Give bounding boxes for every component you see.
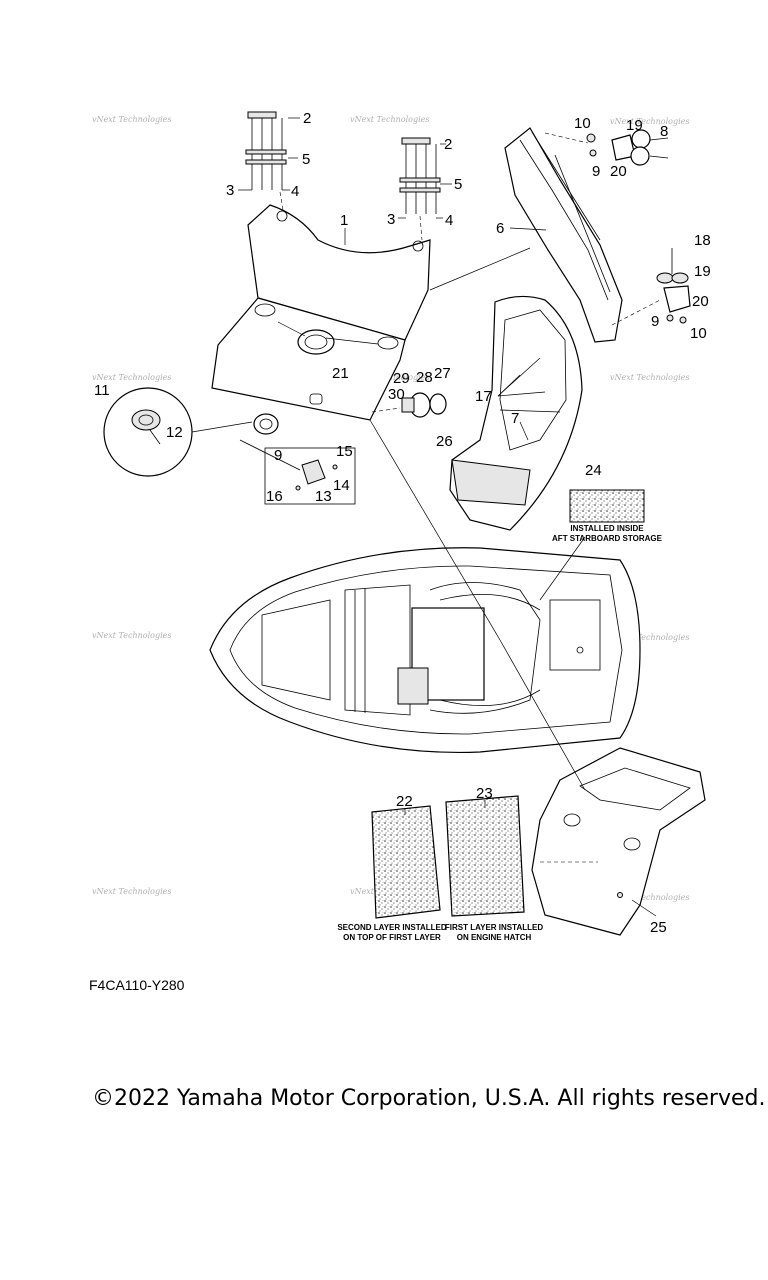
callout-29: 29 <box>393 370 410 387</box>
mat-part-22 <box>371 805 441 919</box>
watermark: vNext Technologies <box>610 893 689 902</box>
lock-assembly <box>239 413 356 505</box>
watermark: vNext Technologies <box>350 115 429 124</box>
watermark: vNext Technologies <box>610 633 689 642</box>
callout-22: 22 <box>396 793 413 810</box>
callout-14: 14 <box>333 477 350 494</box>
mat-part-23 <box>445 795 525 917</box>
callout-26: 26 <box>436 433 453 450</box>
interior-part-7 <box>449 295 583 531</box>
callout-5: 5 <box>302 151 310 168</box>
notes: INSTALLED INSIDE AFT STARBOARD STORAGE S… <box>337 524 662 942</box>
callout-16: 16 <box>266 488 283 505</box>
callout-25: 25 <box>650 919 667 936</box>
watermark: vNext Technologies <box>92 631 171 640</box>
mat-part-24 <box>569 489 645 523</box>
callout-4: 4 <box>291 183 299 200</box>
callout-18: 18 <box>694 232 711 249</box>
callout-12: 12 <box>166 424 183 441</box>
watermark: vNext Technologies <box>610 373 689 382</box>
callout-7: 7 <box>511 410 519 427</box>
callout-9: 9 <box>592 163 600 180</box>
callout-19: 19 <box>694 263 711 280</box>
callout-19: 19 <box>626 117 643 134</box>
watermark: vNext Technologies <box>610 117 689 126</box>
callout-17: 17 <box>475 388 492 405</box>
callout-24: 24 <box>585 462 602 479</box>
latch-assembly <box>371 392 447 418</box>
note-second-layer: SECOND LAYER INSTALLED <box>337 923 447 932</box>
callout-30: 30 <box>388 386 405 403</box>
callout-20: 20 <box>692 293 709 310</box>
callout-23: 23 <box>476 785 493 802</box>
parts-diagram: vNext Technologies vNext Technologies vN… <box>92 110 711 942</box>
callout-20: 20 <box>610 163 627 180</box>
callout-9: 9 <box>651 313 659 330</box>
callout-13: 13 <box>315 488 332 505</box>
watermark: vNext Technologies <box>92 373 171 382</box>
callout-2: 2 <box>303 110 311 127</box>
callout-9: 9 <box>274 447 282 464</box>
leader-lines <box>238 117 657 917</box>
note-first-layer: FIRST LAYER INSTALLED <box>445 923 543 932</box>
callout-10: 10 <box>574 115 591 132</box>
callout-2: 2 <box>444 136 452 153</box>
note-on-top-of-first-layer: ON TOP OF FIRST LAYER <box>343 933 441 942</box>
callout-3: 3 <box>226 182 234 199</box>
detail-circle <box>103 387 253 477</box>
fastener-stack-right <box>399 137 441 241</box>
callout-27: 27 <box>434 365 451 382</box>
callout-15: 15 <box>336 443 353 460</box>
seat-back-part-1 <box>211 204 431 421</box>
boat-top-view <box>209 547 641 753</box>
callout-5: 5 <box>454 176 462 193</box>
callout-3: 3 <box>387 211 395 228</box>
tower-arm-part-6 <box>504 127 623 343</box>
hardware-upper-right <box>544 129 669 166</box>
engine-hatch-part-25 <box>531 747 706 936</box>
callout-28: 28 <box>416 369 433 386</box>
callout-10: 10 <box>690 325 707 342</box>
note-on-engine-hatch: ON ENGINE HATCH <box>457 933 532 942</box>
figure-code: F4CA110-Y280 <box>89 977 185 993</box>
fastener-stack-left <box>245 111 287 211</box>
callouts: 2 5 3 4 1 2 5 3 4 6 10 19 8 9 20 18 19 2… <box>94 110 711 936</box>
callout-6: 6 <box>496 220 504 237</box>
watermark: vNext Technologies <box>92 887 171 896</box>
callout-1: 1 <box>340 212 348 229</box>
note-installed-inside: INSTALLED INSIDE <box>570 524 644 533</box>
note-aft-starboard-storage: AFT STARBOARD STORAGE <box>552 534 663 543</box>
watermark: vNext Technologies <box>92 115 171 124</box>
copyright-notice: ©2022 Yamaha Motor Corporation, U.S.A. A… <box>92 1086 766 1111</box>
callout-4: 4 <box>445 212 453 229</box>
callout-11: 11 <box>94 382 110 399</box>
callout-21: 21 <box>332 365 349 382</box>
callout-8: 8 <box>660 123 668 140</box>
hardware-middle-right <box>611 248 691 326</box>
